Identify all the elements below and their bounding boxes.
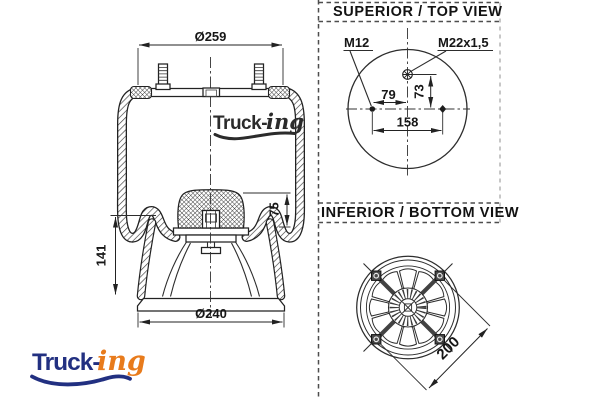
bolt-ne (434, 270, 446, 281)
dim-73: 73 (412, 74, 437, 108)
brand-logo-text-bold: Truck- (32, 349, 100, 376)
watermark-text-script: ing (266, 109, 304, 134)
stud-right (251, 63, 267, 91)
watermark-text-bold: Truck- (213, 113, 267, 134)
m12-label: M12 (344, 35, 369, 50)
dim-dia-259: Ø259 (137, 29, 284, 85)
dim-158: 158 (371, 112, 444, 135)
dim-141-label: 141 (94, 245, 109, 267)
top-view-title: SUPERIOR / TOP VIEW (333, 4, 503, 20)
base-plate (136, 297, 286, 312)
brand-logo-text-script: ing (97, 346, 146, 377)
rubber-skirt (136, 218, 286, 301)
dim-79: 79 (373, 87, 406, 106)
dim-141: 141 (94, 215, 156, 295)
piston-flange (172, 227, 250, 236)
brand-logo-swoosh (30, 374, 132, 387)
bead-cap-left (129, 85, 153, 100)
label-m22: M22x1,5 (410, 35, 493, 72)
bolt-nw (371, 270, 382, 281)
m22-label: M22x1,5 (438, 35, 489, 50)
stud-marker-right (439, 105, 447, 113)
wheel-hub (387, 287, 429, 328)
piston-bell (161, 241, 261, 297)
stud-left (155, 63, 171, 91)
stud-marker-left (369, 106, 376, 112)
watermark-swoosh (213, 131, 297, 141)
brand-logo: Truck- ing (30, 346, 146, 387)
top-plate (129, 63, 291, 100)
dim-dia-259-label: Ø259 (195, 29, 227, 44)
watermark-logo: Truck- ing (213, 109, 304, 141)
diagonal-extensions (363, 263, 453, 352)
dim-75: 75 (243, 192, 291, 228)
top-view-panel: SUPERIOR / TOP VIEW M12 M22x1,5 79 (333, 4, 503, 178)
dim-73-label: 73 (412, 84, 427, 98)
piston-bolt-nut (200, 242, 222, 255)
panel-dividers (317, 0, 501, 400)
bellows-wall (116, 87, 306, 243)
bead-cap-right (267, 85, 291, 100)
piston-step (185, 234, 237, 243)
label-m12: M12 (343, 35, 373, 107)
dim-158-label: 158 (397, 115, 419, 130)
bolt-head (205, 213, 217, 223)
air-inlet-boss (202, 87, 221, 98)
main-side-view: Truck- ing Ø259 75 141 (30, 29, 306, 387)
dim-79-label: 79 (381, 87, 395, 102)
dim-75-label: 75 (267, 202, 282, 216)
air-port-m22 (402, 69, 413, 80)
dim-dia-240: Ø240 (137, 306, 285, 328)
dim-dia-240-label: Ø240 (195, 306, 227, 321)
bottom-view-panel: INFERIOR / BOTTOM VIEW (321, 205, 519, 391)
rubber-bumper (177, 189, 245, 229)
bolt-sw (371, 334, 382, 345)
bottom-view-title: INFERIOR / BOTTOM VIEW (321, 205, 519, 221)
